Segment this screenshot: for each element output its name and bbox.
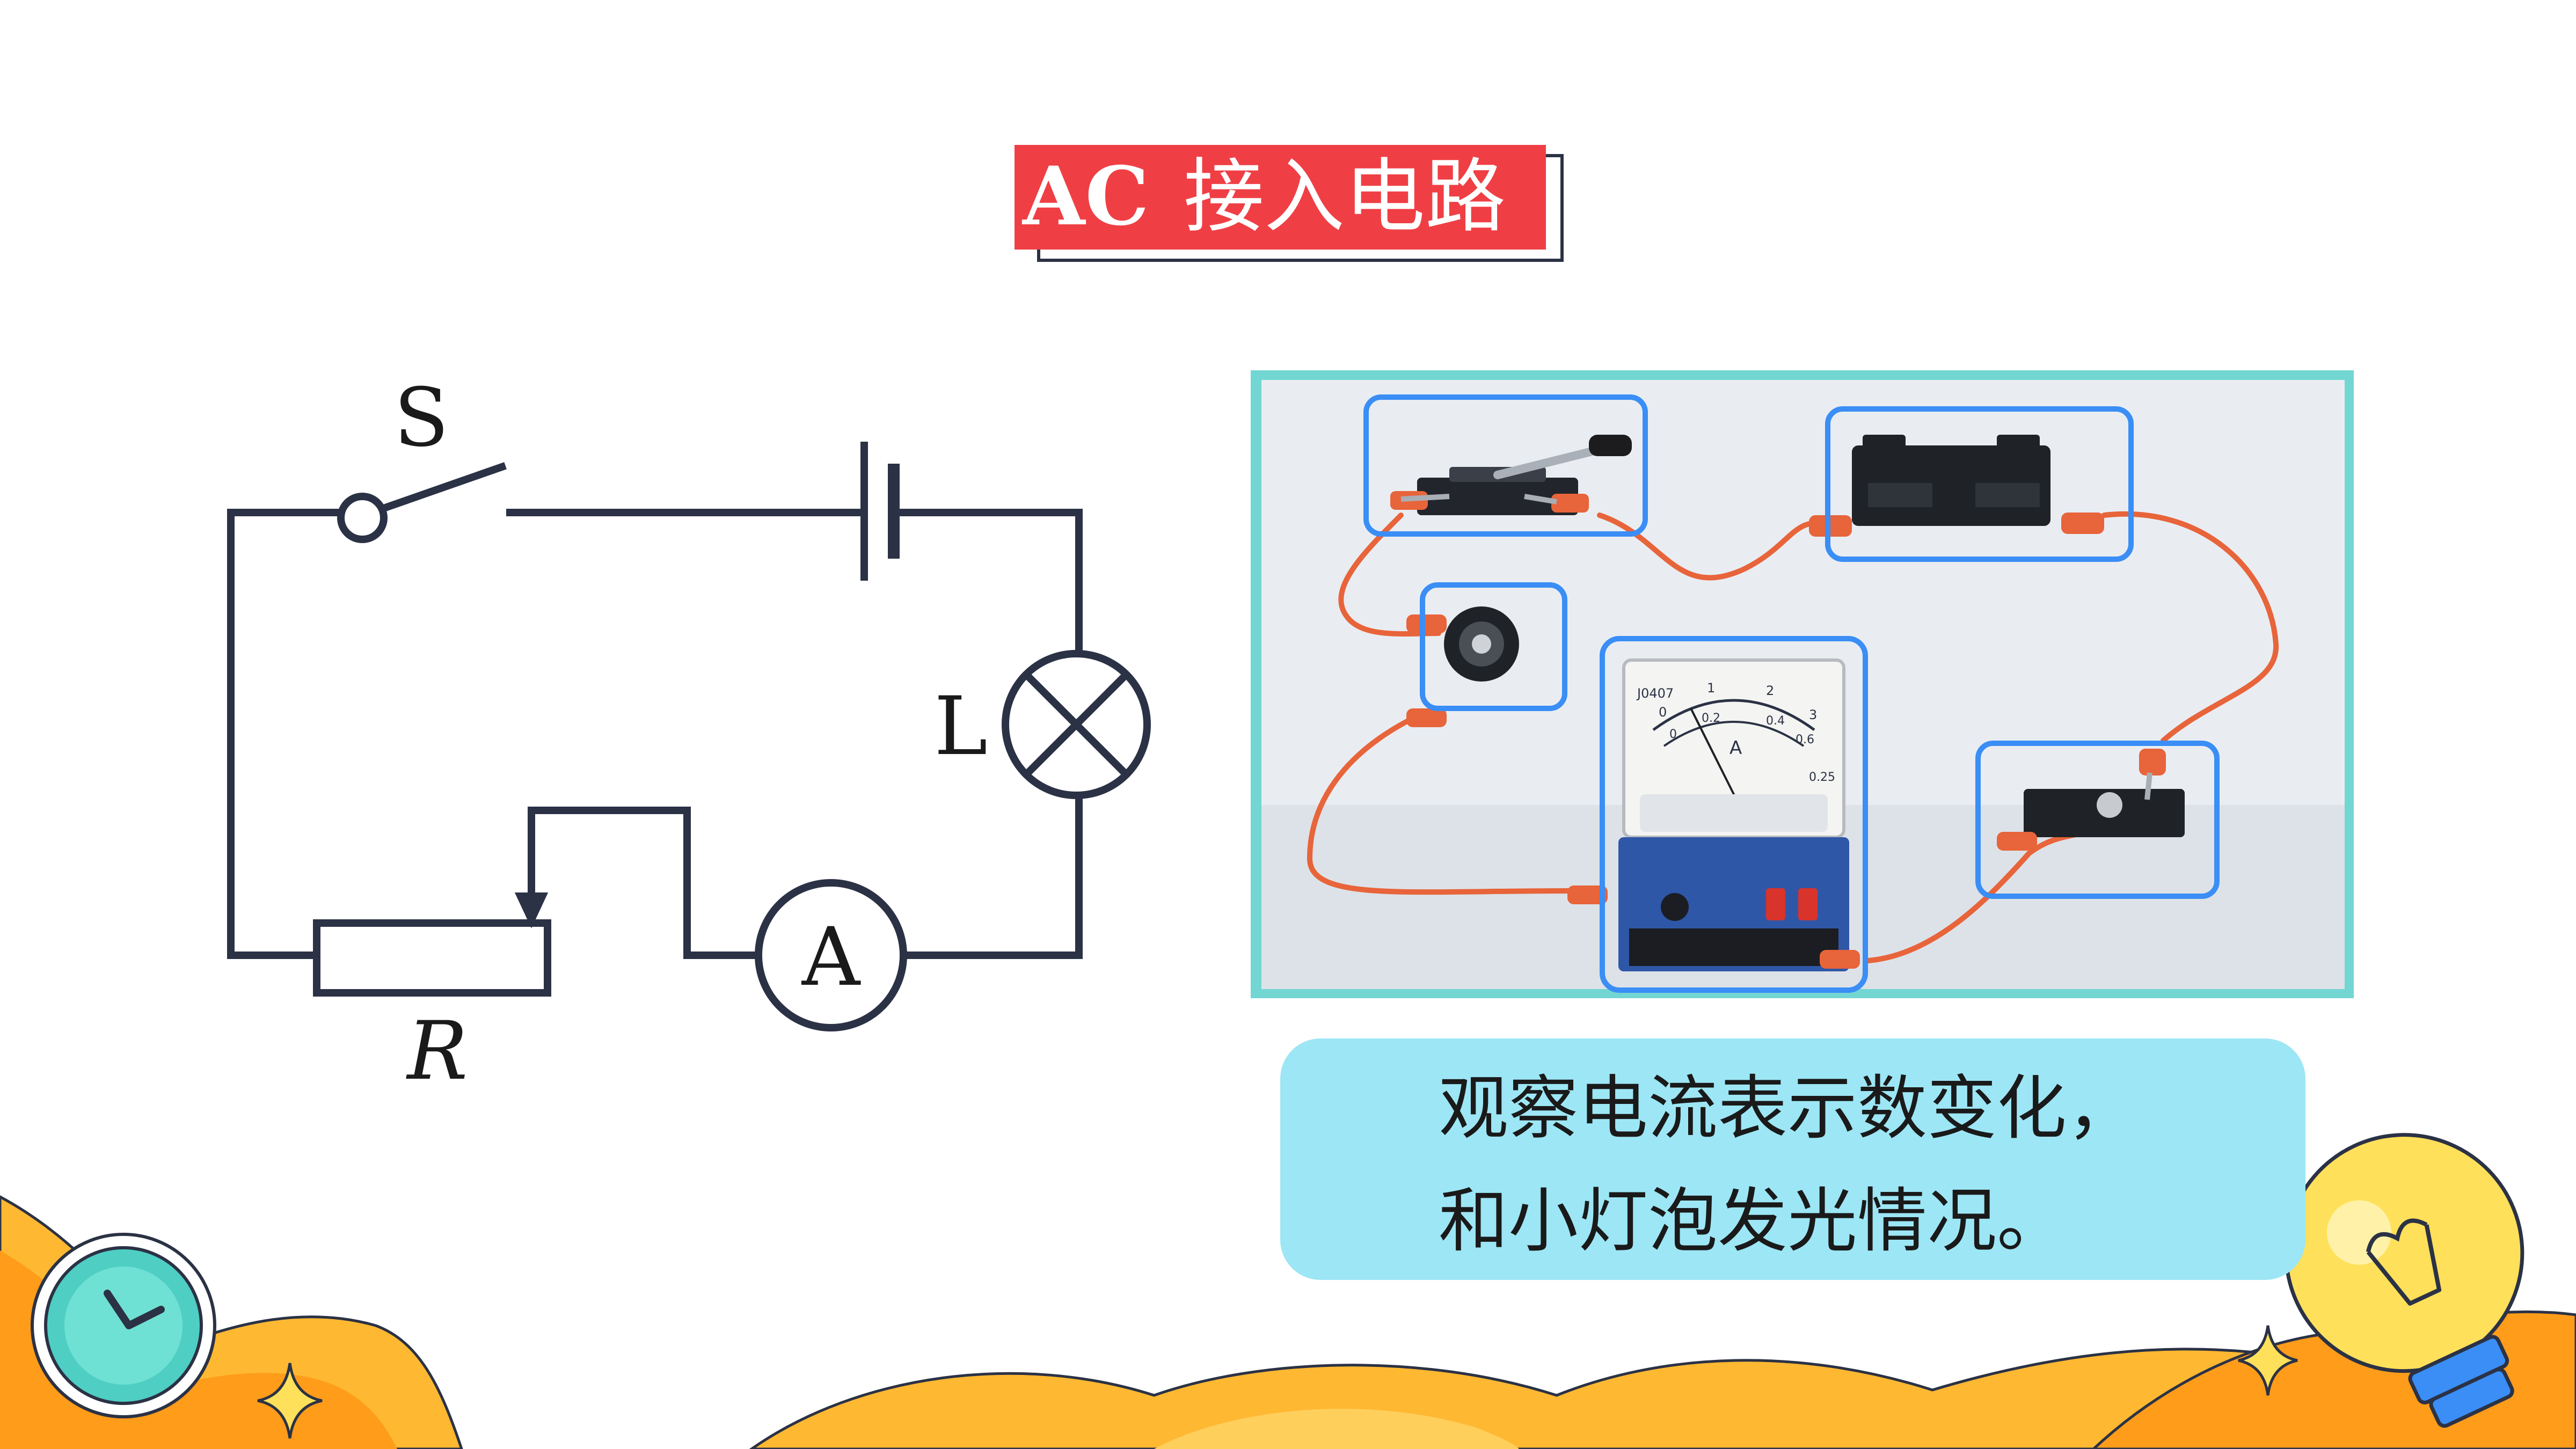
clock-icon bbox=[31, 1233, 216, 1418]
photo-switch bbox=[1390, 435, 1632, 515]
meter-scale-top-0: 0 bbox=[1659, 705, 1667, 720]
photo-rheostat bbox=[1997, 749, 2185, 851]
meter-scale-bottom-1: 0.2 bbox=[1702, 712, 1720, 725]
wave-middle bbox=[749, 1348, 2256, 1449]
rheostat-slider-arrow bbox=[514, 892, 549, 928]
lamp-cross-b bbox=[1021, 669, 1132, 780]
highlight-lamp bbox=[1420, 582, 1567, 711]
photo-ammeter: J0407 0 1 2 3 0 0.2 0.4 0.6 A 0.25 bbox=[1567, 658, 1860, 971]
meter-model: J0407 bbox=[1636, 686, 1674, 701]
switch-blade bbox=[377, 462, 507, 514]
photo-lamp-socket bbox=[1406, 606, 1519, 727]
caption-line-1: 观察电流表示数变化， bbox=[1439, 1067, 2136, 1149]
ammeter-label: A bbox=[801, 911, 861, 1004]
meter-scale-bottom-3: 0.6 bbox=[1796, 733, 1814, 747]
photo-highlights bbox=[1363, 394, 2220, 993]
sparkle-icon-left bbox=[257, 1363, 323, 1439]
meter-scale-top-3: 3 bbox=[1809, 707, 1817, 722]
lightbulb-icon bbox=[2284, 1133, 2524, 1428]
wire-ammeter-slider bbox=[528, 807, 762, 959]
experiment-photo: J0407 0 1 2 3 0 0.2 0.4 0.6 A 0.25 bbox=[1251, 370, 2354, 998]
meter-unit: A bbox=[1730, 737, 1742, 759]
circuit-diagram bbox=[227, 442, 1151, 1031]
wave-mid-highlight bbox=[1154, 1409, 1519, 1449]
bottom-decoration bbox=[0, 1133, 2576, 1449]
title-badge-box bbox=[1015, 145, 1546, 250]
wire-left bbox=[227, 509, 320, 959]
switch-pivot bbox=[337, 493, 388, 543]
title-badge: AC 接入电路 bbox=[1015, 145, 1564, 262]
title-prefix: AC bbox=[1021, 149, 1149, 244]
meter-scale-bottom-0: 0 bbox=[1669, 728, 1677, 741]
caption-background bbox=[1280, 1038, 2305, 1280]
rheostat-label: R bbox=[406, 1005, 468, 1098]
highlight-switch bbox=[1363, 394, 1648, 537]
meter-scale-top-1: 1 bbox=[1707, 680, 1715, 696]
wire-right bbox=[901, 793, 1083, 959]
switch-label: S bbox=[394, 371, 449, 465]
highlight-ammeter bbox=[1600, 636, 1868, 993]
meter-scale-bottom-2: 0.4 bbox=[1766, 714, 1785, 728]
lamp-label: L bbox=[934, 680, 988, 773]
title-text: 接入电路 bbox=[1184, 150, 1506, 244]
caption-line-2: 和小灯泡发光情况。 bbox=[1439, 1180, 2067, 1262]
highlight-rheostat bbox=[1975, 741, 2220, 899]
orange-wires bbox=[1307, 511, 2279, 963]
caption-box: 观察电流表示数变化， 和小灯泡发光情况。 bbox=[1280, 1038, 2305, 1280]
rheostat-body bbox=[313, 919, 551, 997]
highlight-battery bbox=[1825, 406, 2134, 562]
meter-class-mark: 0.25 bbox=[1809, 771, 1835, 784]
photo-battery-holder bbox=[1809, 435, 2104, 537]
sparkle-icon-right bbox=[2238, 1325, 2298, 1396]
wire-top-right bbox=[890, 509, 1083, 653]
meter-scale-top-2: 2 bbox=[1766, 683, 1774, 698]
